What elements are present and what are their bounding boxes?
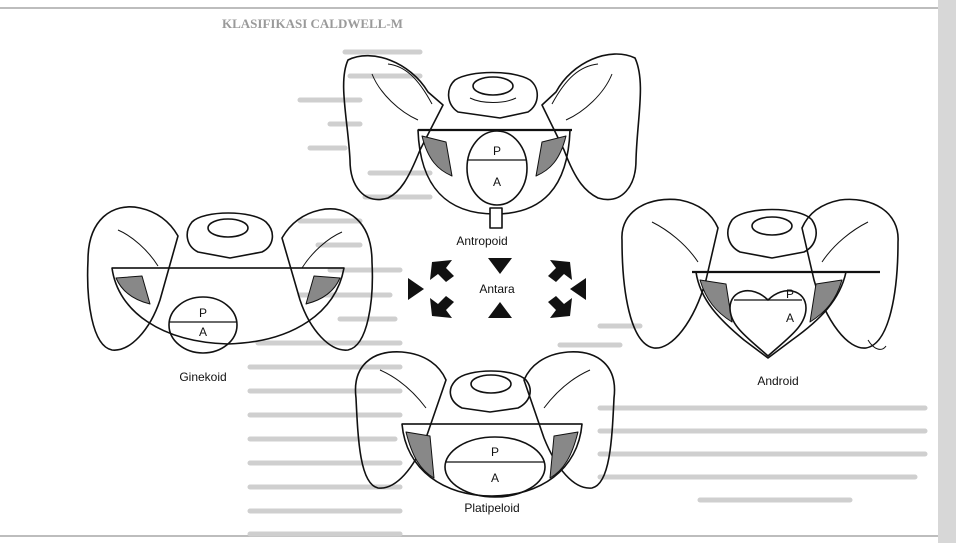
page-right-edge xyxy=(938,0,956,543)
center-label-antara: Antara xyxy=(479,282,515,296)
ginekoid-label: Ginekoid xyxy=(179,370,226,384)
platipeloid-letter-a: A xyxy=(491,471,499,485)
android-letter-a: A xyxy=(786,311,794,325)
ginekoid-letter-p: P xyxy=(199,306,207,320)
platipeloid-label: Platipeloid xyxy=(464,501,519,515)
android-letter-p: P xyxy=(786,287,794,301)
android-label: Android xyxy=(757,374,798,388)
antropoid-pubic-symphysis xyxy=(490,208,502,228)
ginekoid-letter-a: A xyxy=(199,325,207,339)
background-header-text: KLASIFIKASI CALDWELL-M xyxy=(222,16,403,31)
antropoid-letter-p: P xyxy=(493,144,501,158)
antropoid-letter-a: A xyxy=(493,175,501,189)
antropoid-label: Antropoid xyxy=(456,234,507,248)
platipeloid-letter-p: P xyxy=(491,445,499,459)
